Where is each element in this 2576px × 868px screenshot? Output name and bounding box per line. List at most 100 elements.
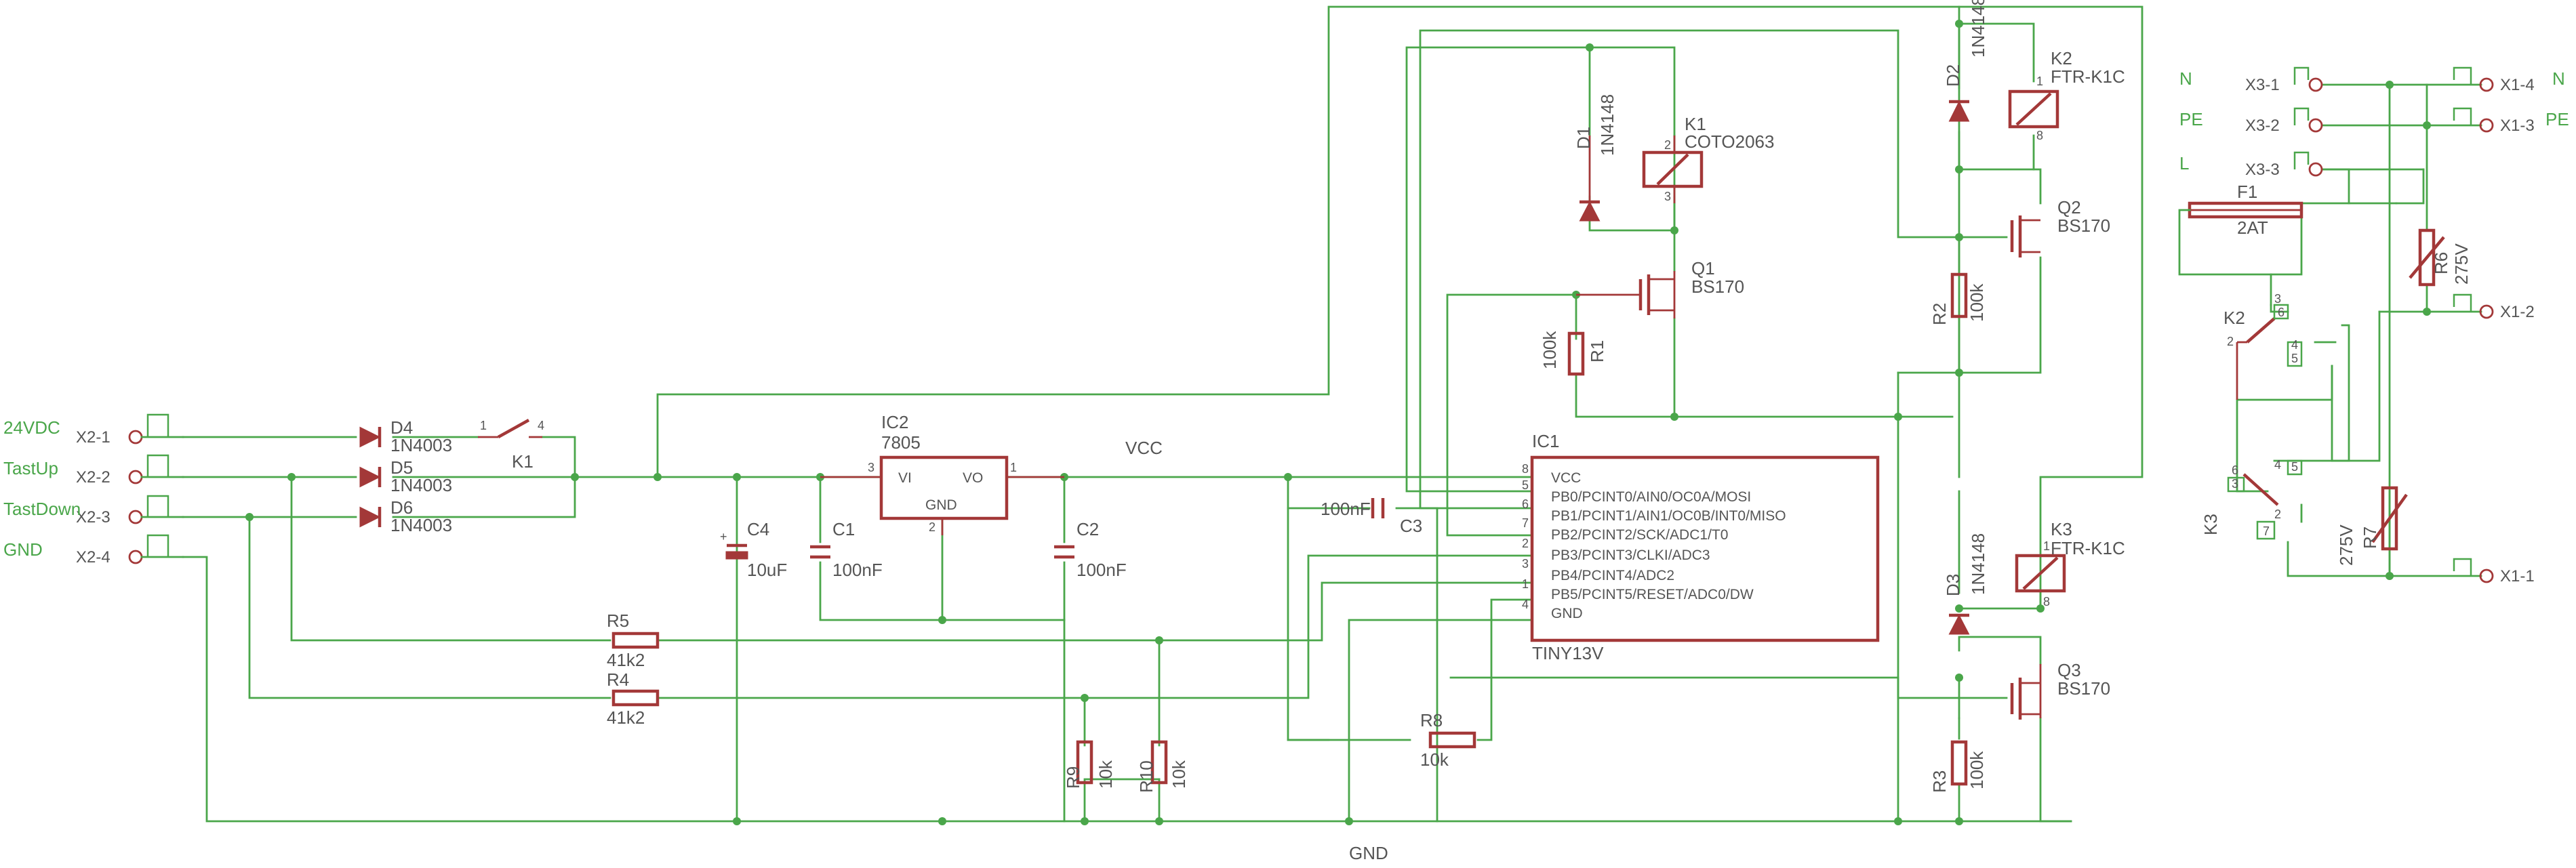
k1s-name: K1	[512, 451, 534, 472]
net-tastdown: TastDown	[3, 499, 81, 519]
ic1-pinnum-4: 2	[1522, 537, 1529, 550]
q1-name: Q1	[1691, 258, 1715, 278]
connector-x2: X2-1 X2-2 X2-3 X2-4 24VDC TastUp TastDow…	[3, 413, 184, 566]
k2s-pin6: 6	[2278, 306, 2285, 319]
junctions	[245, 20, 2431, 825]
d4-name: D4	[390, 417, 413, 438]
d2-name: D2	[1943, 64, 1963, 87]
k1s-pin1: 1	[480, 419, 487, 432]
k2-value: FTR-K1C	[2051, 66, 2125, 87]
r9-value: 10k	[1095, 760, 1116, 789]
d4-value: 1N4003	[390, 435, 452, 455]
r3-value: 100k	[1967, 751, 1987, 789]
r4-value: 41k2	[607, 707, 645, 728]
q3-value: BS170	[2057, 678, 2110, 699]
q1-value: BS170	[1691, 276, 1744, 297]
k3-pin1: 1	[2043, 539, 2050, 553]
ic1-pinnum-7: 4	[1522, 598, 1529, 611]
k3-pin8: 8	[2043, 595, 2050, 608]
d2-value: 1N4148	[1968, 0, 1988, 58]
regulator-ic2: VI VO GND 3 1 2 IC2 7805	[820, 412, 1064, 535]
net-vcc: VCC	[1125, 438, 1163, 458]
ic2-name: IC2	[881, 412, 908, 432]
k2s-name: K2	[2223, 308, 2245, 328]
r7-name: R7	[2360, 526, 2380, 549]
diode-d6: D6 1N4003	[359, 497, 452, 535]
r1-value: 100k	[1539, 331, 1560, 369]
k2-pin8: 8	[2036, 129, 2043, 142]
x2-2-label: X2-2	[76, 468, 110, 487]
net-gnd-input: GND	[3, 539, 43, 560]
c3-name: C3	[1400, 516, 1422, 536]
ic2-vi: VI	[898, 470, 912, 486]
relay-k2-coil: 1 8 K2 FTR-K1C	[2008, 48, 2125, 142]
capacitor-c2: C2 100nF	[1054, 519, 1127, 580]
r7-value: 275V	[2336, 524, 2356, 566]
ic2-pin2: 2	[929, 520, 935, 534]
d6-value: 1N4003	[390, 515, 452, 535]
net-24vdc: 24VDC	[3, 417, 60, 438]
d5-value: 1N4003	[390, 475, 452, 495]
k2s-pin2: 2	[2227, 335, 2234, 348]
r10-value: 10k	[1169, 760, 1189, 789]
resistor-r8: R8 10k	[1420, 710, 1476, 770]
d3-name: D3	[1943, 574, 1963, 596]
ic1-pinnum-3: 7	[1522, 516, 1529, 530]
diode-d3: D3 1N4148	[1943, 533, 1988, 635]
resistor-r1: 100k R1	[1539, 331, 1607, 376]
r5-value: 41k2	[607, 650, 645, 670]
c3-value: 100nF	[1321, 499, 1371, 519]
ic2-gnd: GND	[925, 497, 957, 513]
connector-x1: X1-4 X1-3 X1-2 X1-1 N PE	[2453, 66, 2569, 585]
d6-name: D6	[390, 497, 413, 518]
x1-3-label: X1-3	[2500, 117, 2535, 135]
k2s-pin5: 5	[2291, 352, 2298, 365]
x1-1-label: X1-1	[2500, 567, 2535, 585]
ic2-value: 7805	[881, 432, 921, 453]
r6-value: 275V	[2451, 243, 2472, 285]
resistor-r5: R5 41k2	[607, 611, 660, 670]
c2-name: C2	[1076, 519, 1099, 539]
x2-1-label: X2-1	[76, 428, 110, 447]
x2-3-label: X2-3	[76, 508, 110, 526]
ic1-pin-5: PB4/PCINT4/ADC2	[1551, 568, 1674, 583]
x3-1-label: X3-1	[2245, 76, 2280, 94]
d3-value: 1N4148	[1968, 533, 1988, 595]
d5-name: D5	[390, 457, 413, 478]
net-gnd: GND	[1349, 843, 1388, 863]
d1-name: D1	[1573, 127, 1594, 149]
ic1-pinnum-6: 1	[1522, 577, 1529, 591]
net-tastup: TastUp	[3, 458, 58, 478]
relay-k1-coil: 2 3 K1 COTO2063	[1642, 114, 1774, 203]
k2s-pin3: 3	[2274, 292, 2281, 306]
r3-name: R3	[1929, 770, 1950, 793]
r10-name: R10	[1136, 760, 1156, 793]
r8-value: 10k	[1420, 749, 1449, 770]
ic1-pin-6: PB5/PCINT5/RESET/ADC0/DW	[1551, 587, 1754, 602]
resistor-r2: R2 100k	[1929, 272, 1987, 325]
capacitor-c1: C1 100nF	[810, 519, 883, 580]
ic1-pinnum-1: 5	[1522, 478, 1529, 492]
capacitor-c4: + C4 10uF	[720, 519, 787, 580]
capacitor-c3: 100nF C3	[1321, 498, 1422, 536]
x1-4-label: X1-4	[2500, 76, 2535, 94]
resistor-r3: R3 100k	[1929, 740, 1987, 793]
varistor-r6: R6 275V	[2409, 228, 2472, 287]
relay-k1-contact: 1 4 K1	[478, 419, 544, 472]
k2-name: K2	[2051, 48, 2072, 68]
r1-name: R1	[1587, 340, 1607, 363]
net-l-left: L	[2179, 153, 2189, 173]
k1-pin2: 2	[1664, 138, 1671, 152]
fuse-f1: F1 2AT	[2178, 182, 2303, 276]
ic2-pin3: 3	[868, 461, 874, 474]
wires	[182, 5, 2482, 823]
diode-d2: D2 1N4148	[1943, 0, 1988, 122]
net-n-left: N	[2179, 68, 2192, 89]
k1-pin3: 3	[1664, 190, 1671, 203]
mosfet-q1: Q1 BS170	[1576, 258, 1744, 318]
r5-name: R5	[607, 611, 629, 631]
ic1-name: IC1	[1532, 431, 1559, 451]
f1-name: F1	[2237, 182, 2257, 202]
resistor-r4: R4 41k2	[607, 669, 660, 728]
